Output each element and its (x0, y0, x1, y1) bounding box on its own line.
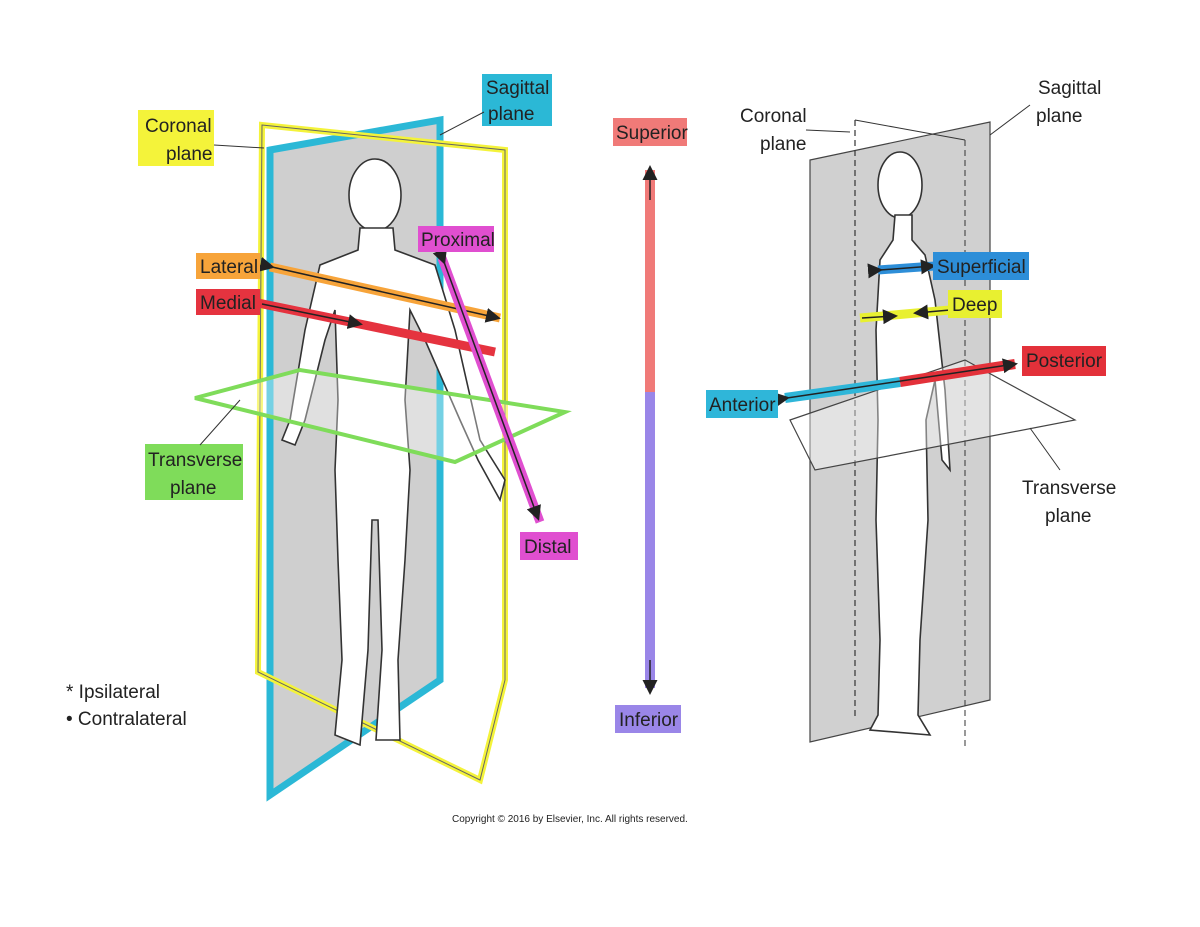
legend-contralateral: • Contralateral (66, 709, 187, 730)
superficial-label: Superficial (937, 257, 1026, 278)
right-coronal-label: Coronal (740, 106, 807, 127)
inferior-label: Inferior (619, 710, 679, 731)
lateral-label: Lateral (200, 257, 258, 278)
left-transverse-label-2: plane (170, 478, 217, 499)
deep-label: Deep (952, 295, 997, 316)
left-coronal-label: Coronal (145, 116, 212, 137)
left-transverse-label: Transverse (148, 450, 242, 471)
left-coronal-label-2: plane (166, 144, 213, 165)
left-sagittal-label-2: plane (488, 104, 535, 125)
legend-ipsilateral: * Ipsilateral (66, 682, 160, 703)
right-transverse-label: Transverse (1022, 478, 1116, 499)
right-coronal-label-2: plane (760, 134, 807, 155)
right-sagittal-label-2: plane (1036, 106, 1083, 127)
right-sagittal-label: Sagittal (1038, 78, 1101, 99)
medial-label: Medial (200, 293, 256, 314)
superior-label: Superior (616, 123, 688, 144)
proximal-label: Proximal (421, 230, 495, 251)
anterior-label: Anterior (709, 395, 776, 416)
posterior-label: Posterior (1026, 351, 1103, 372)
right-transverse-label-2: plane (1045, 506, 1092, 527)
distal-label: Distal (524, 537, 572, 558)
copyright: Copyright © 2016 by Elsevier, Inc. All r… (452, 814, 688, 825)
left-sagittal-label: Sagittal (486, 78, 549, 99)
